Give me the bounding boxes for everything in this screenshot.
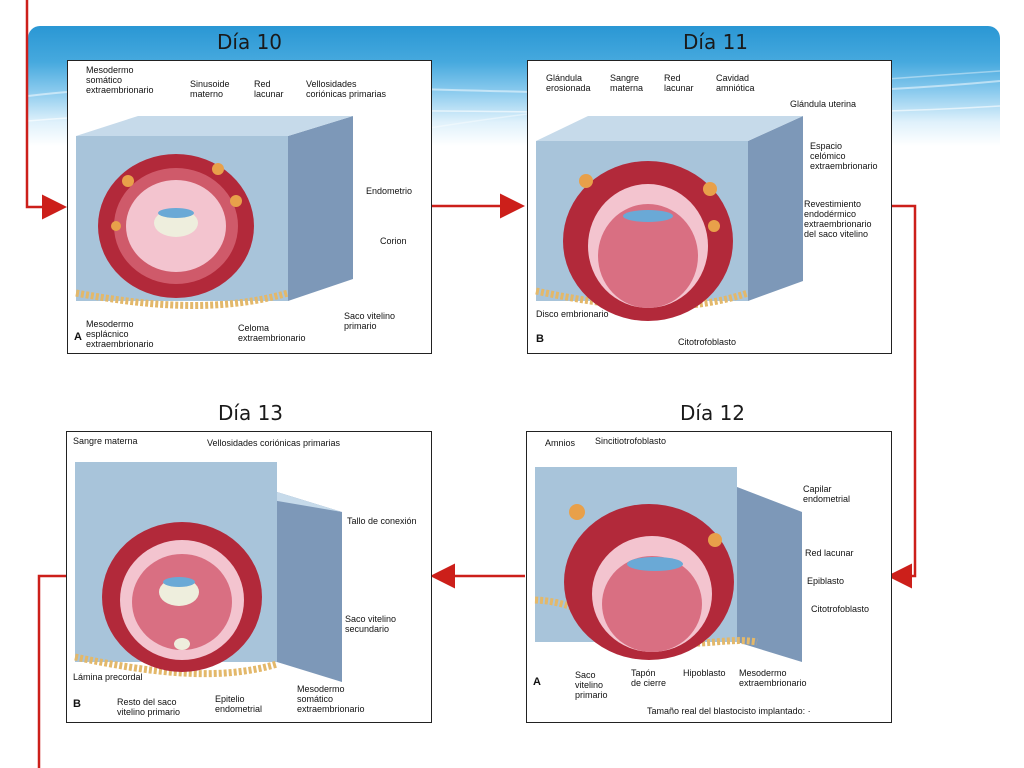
day-11-title: Día 11	[683, 30, 749, 54]
day-13-illustration	[74, 462, 342, 682]
panel-day-13: Sangre materna Vellosidades coriónicas p…	[66, 431, 432, 723]
panel-letter: B	[73, 698, 81, 710]
arrow-day11-to-day12	[887, 204, 917, 589]
label-endometrio: Endometrio	[366, 186, 413, 196]
label-saco-vitelino-primario: Saco vitelino primario	[344, 311, 396, 331]
label-mesodermo-somatico: Mesodermo somático extraembrionario	[297, 684, 365, 714]
panel-letter: A	[74, 331, 82, 343]
label-epiblasto: Epiblasto	[807, 576, 845, 586]
label-epitelio-endometrial: Epitelio endometrial	[215, 694, 263, 714]
label-mesodermo-extraembrionario: Mesodermo extraembrionario	[739, 668, 807, 688]
label-vellosidades: Vellosidades coriónicas primarias	[306, 79, 387, 99]
label-sangre-materna: Sangre materna	[610, 73, 644, 93]
label-corion: Corion	[380, 236, 407, 246]
label-disco-embrionario: Disco embrionario	[536, 309, 609, 319]
label-revestimiento-endodermico: Revestimiento endodérmico extraembrionar…	[804, 199, 872, 239]
panel-letter: A	[533, 676, 541, 688]
label-saco-vitelino-primario: Saco vitelino primario	[575, 670, 608, 700]
label-mesodermo-esplacnico: Mesodermo esplácnico extraembrionario	[86, 319, 154, 349]
label-glandula-erosionada: Glándula erosionada	[546, 73, 591, 93]
arrow-out-of-day13	[37, 574, 66, 768]
label-hipoblasto: Hipoblasto	[683, 668, 726, 678]
label-cavidad-amniotica: Cavidad amniótica	[716, 73, 755, 93]
day-13-title: Día 13	[218, 401, 284, 425]
label-tapon-de-cierre: Tapón de cierre	[631, 668, 667, 688]
panel-letter: B	[536, 333, 544, 345]
panel-day-11: Glándula erosionada Sangre materna Red l…	[527, 60, 892, 354]
label-citotrofoblasto: Citotrofoblasto	[678, 337, 737, 347]
panel-day-12: Amnios Sincitiotrofoblasto Capilar endom…	[526, 431, 892, 723]
label-tallo-de-conexion: Tallo de conexión	[347, 516, 417, 526]
label-red-lacunar: Red lacunar	[254, 79, 284, 99]
label-saco-vitelino-secundario: Saco vitelino secundario	[345, 614, 397, 634]
label-lamina-precordal: Lámina precordal	[73, 672, 143, 682]
day-12-illustration	[534, 467, 802, 662]
label-celoma: Celoma extraembrionario	[238, 323, 306, 343]
panel-day-10: Mesodermo somático extraembrionario Sinu…	[67, 60, 432, 354]
label-citotrofoblasto: Citotrofoblasto	[811, 604, 870, 614]
label-sangre-materna: Sangre materna	[73, 436, 138, 446]
label-glandula-uterina: Glándula uterina	[790, 99, 857, 109]
day-10-illustration	[75, 116, 353, 309]
day-12-title: Día 12	[680, 401, 746, 425]
label-red-lacunar: Red lacunar	[805, 548, 854, 558]
label-mesodermo-somatico: Mesodermo somático extraembrionario	[86, 65, 154, 95]
label-resto-saco-vitelino: Resto del saco vitelino primario	[117, 697, 181, 717]
label-sincitiotrofoblasto: Sincitiotrofoblasto	[595, 436, 667, 446]
label-red-lacunar: Red lacunar	[664, 73, 694, 93]
label-amnios: Amnios	[545, 438, 576, 448]
day-11-illustration	[535, 116, 803, 321]
label-espacio-celomico: Espacio celómico extraembrionario	[810, 141, 878, 171]
label-tamano-real: Tamaño real del blastocisto implantado: …	[647, 706, 811, 716]
day-10-title: Día 10	[217, 30, 283, 54]
label-vellosidades-primarias: Vellosidades coriónicas primarias	[207, 438, 341, 448]
label-sinusoide-materno: Sinusoide materno	[190, 79, 230, 99]
label-capilar-endometrial: Capilar endometrial	[803, 484, 851, 504]
